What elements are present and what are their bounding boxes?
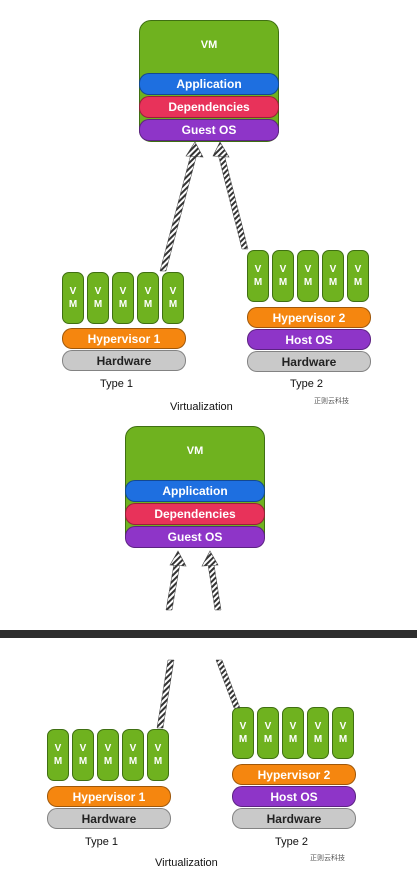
mini-vm-letter: V [339,721,347,732]
mini-vm-letter: M [263,734,273,745]
type-1-label: Type 1 [85,836,119,848]
mini-vm-letter: M [118,299,128,310]
mini-vm-letter: M [313,734,323,745]
mini-vm-letter: M [93,299,103,310]
mini-vm-letter: V [329,264,337,275]
mini-vm-letter: V [54,743,62,754]
mini-vm-letter: V [279,264,287,275]
arrow-type1-to-vm [159,149,199,272]
virtualization-caption: Virtualization [155,857,218,869]
mini-vm-letter: M [153,756,163,767]
watermark: 正则云科技 [310,855,345,862]
mini-vm-letter: M [278,277,288,288]
mini-vm-letter: V [169,286,177,297]
guest-os-layer: Guest OS [125,526,265,548]
virtualization-caption: Virtualization [170,401,233,413]
mini-vm-letter: M [353,277,363,288]
arrow-type2-to-vm [216,149,249,250]
mini-vm-letter: V [354,264,362,275]
hypervisor-1-layer: Hypervisor 1 [62,328,186,349]
mini-vm-letter: V [129,743,137,754]
guest-os-layer: Guest OS [139,119,279,141]
mini-vm-letter: V [94,286,102,297]
dependencies-layer: Dependencies [125,503,265,525]
vm-title: VM [186,445,204,457]
hardware-layer: Hardware [47,808,171,829]
mini-vm-letter: V [79,743,87,754]
arrow-shaft [156,659,175,729]
hardware-layer: Hardware [62,350,186,371]
application-layer: Application [139,73,279,95]
type-2-label: Type 2 [290,378,324,390]
mini-vm-letter: M [328,277,338,288]
mini-vm-letter: M [103,756,113,767]
hypervisor-2-layer: Hypervisor 2 [232,764,356,785]
hardware-layer: Hardware [247,351,371,372]
hardware-layer: Hardware [232,808,356,829]
host-os-layer: Host OS [247,329,371,350]
dependencies-layer: Dependencies [139,96,279,118]
arrow-shaft [215,659,241,709]
mini-vm-letter: V [154,743,162,754]
hypervisor-2-layer: Hypervisor 2 [247,307,371,328]
type-2-label: Type 2 [275,836,309,848]
mini-vm-letter: V [119,286,127,297]
vm-title: VM [200,39,218,51]
mini-vm-letter: V [104,743,112,754]
application-layer: Application [125,480,265,502]
mini-vm-letter: M [288,734,298,745]
mini-vm-letter: M [53,756,63,767]
mini-vm-letter: M [253,277,263,288]
mini-vm-letter: M [238,734,248,745]
type-1-label: Type 1 [100,378,134,390]
mini-vm-letter: V [69,286,77,297]
mini-vm-letter: M [78,756,88,767]
mini-vm-letter: M [128,756,138,767]
mini-vm-letter: M [143,299,153,310]
mini-vm-letter: V [304,264,312,275]
mini-vm-letter: V [314,721,322,732]
mini-vm-letter: V [239,721,247,732]
arrowhead-left [185,141,204,158]
mini-vm-letter: M [68,299,78,310]
mini-vm-letter: M [338,734,348,745]
mini-vm-letter: M [303,277,313,288]
arrowhead-right [201,550,219,567]
mini-vm-letter: V [144,286,152,297]
watermark: 正则云科技 [314,398,349,405]
mini-vm-letter: M [168,299,178,310]
mini-vm-letter: V [289,721,297,732]
divider-bar [0,630,417,638]
mini-vm-letter: V [254,264,262,275]
arrowhead-left [169,550,187,567]
host-os-layer: Host OS [232,786,356,807]
mini-vm-letter: V [264,721,272,732]
hypervisor-1-layer: Hypervisor 1 [47,786,171,807]
arrowhead-right [212,141,230,158]
